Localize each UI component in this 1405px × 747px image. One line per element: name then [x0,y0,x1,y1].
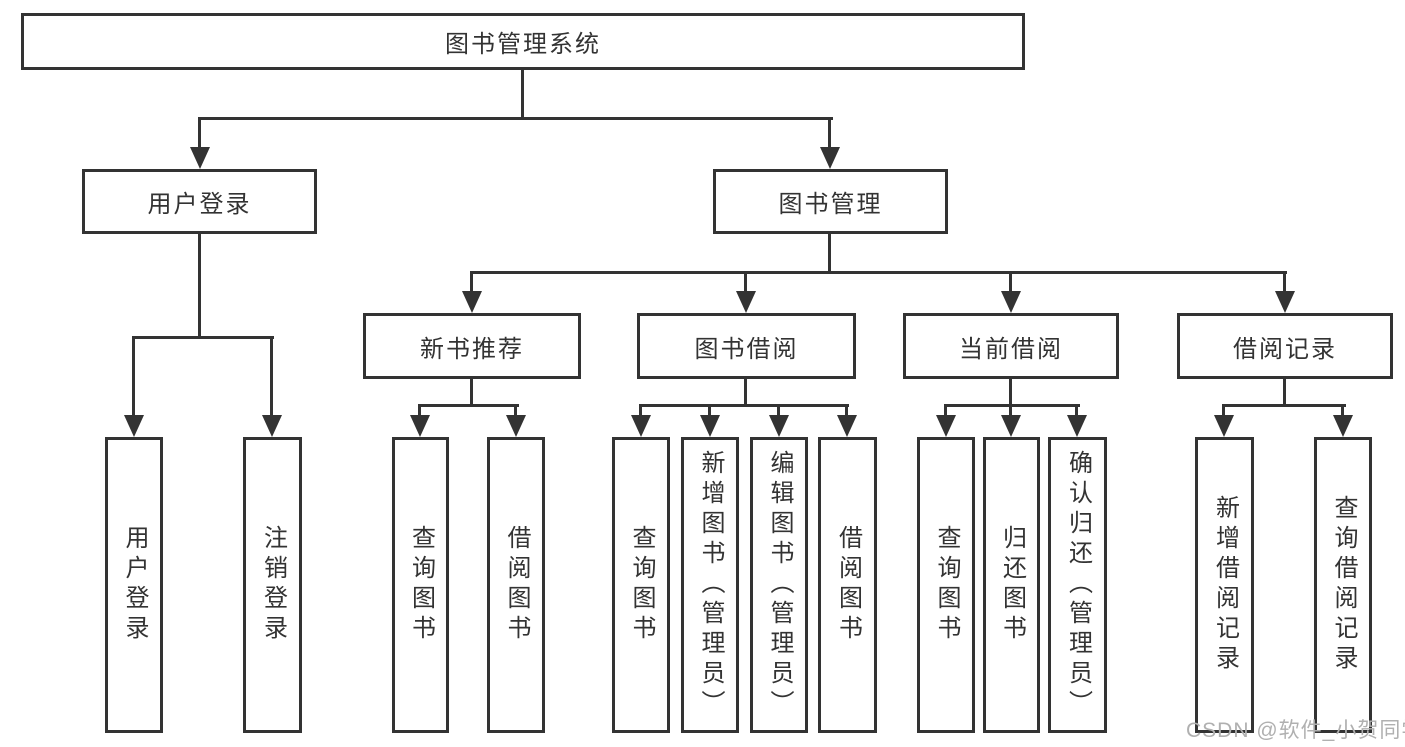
node-label: 查询借阅记录 [1330,495,1357,675]
connector-line [828,117,831,153]
connector-line [1009,271,1012,297]
node-label: 借阅图书 [503,525,530,645]
arrowhead-down [820,147,840,169]
node-label: 图书借阅 [694,335,799,363]
connector-line [845,404,848,421]
connector-line [418,404,519,407]
csdn-watermark: CSDN @软件_小贺同学 [1186,719,1405,742]
node-label: 图书管理系统 [445,31,601,58]
connector-line [470,379,473,407]
connector-line [944,404,947,421]
connector-line [1283,271,1286,297]
node-label: 新书推荐 [420,335,524,363]
connector-line [521,70,524,118]
node-label: 图书管理 [778,191,883,218]
connector-line [418,404,421,421]
arrowhead-down [1275,291,1295,313]
arrowhead-down [506,415,526,437]
connector-line [1341,404,1344,421]
node-add-borrow-record: 新增借阅记录 [1195,437,1254,733]
arrowhead-down [462,291,482,313]
node-library-system: 图书管理系统 [21,13,1025,70]
connector-line [470,271,473,297]
arrowhead-down [262,415,282,437]
node-label: 新增图书（管理员） [697,450,724,720]
arrowhead-down [1067,415,1087,437]
connector-line [270,336,273,421]
node-query-books-recommend: 查询图书 [392,437,449,733]
node-return-books: 归还图书 [983,437,1040,733]
connector-line [470,271,1287,274]
connector-line [198,117,201,153]
node-query-books-current: 查询图书 [917,437,975,733]
node-label: 确认归还（管理员） [1064,450,1092,720]
arrowhead-down [1001,291,1021,313]
node-user-login-leaf: 用户登录 [105,437,163,733]
node-label: 当前借阅 [959,335,1063,363]
node-borrow-books-leaf: 借阅图书 [818,437,877,733]
arrowhead-down [190,147,210,169]
node-borrow-records: 借阅记录 [1177,313,1393,379]
connector-line [1009,379,1012,407]
connector-line [198,117,833,120]
arrowhead-down [124,415,144,437]
node-label: 借阅图书 [834,525,862,645]
connector-line [132,336,135,421]
arrowhead-down [700,415,720,437]
node-label: 编辑图书（管理员） [766,450,793,720]
arrowhead-down [1333,415,1353,437]
arrowhead-down [1214,415,1234,437]
node-label: 查询图书 [933,525,960,645]
node-label: 新增借阅记录 [1211,495,1239,675]
connector-line [198,234,201,339]
node-book-borrow: 图书借阅 [637,313,856,379]
node-borrow-books-recommend: 借阅图书 [487,437,545,733]
node-edit-books-admin: 编辑图书（管理员） [750,437,808,733]
node-book-management-branch: 图书管理 [713,169,948,234]
connector-line [1075,404,1078,421]
node-label: 用户登录 [121,525,148,645]
arrowhead-down [1001,415,1021,437]
node-label: 查询图书 [628,525,655,645]
node-logout-leaf: 注销登录 [243,437,302,733]
node-label: 查询图书 [407,525,435,645]
connector-line [828,234,831,274]
connector-line [708,404,711,421]
arrowhead-down [936,415,956,437]
arrowhead-down [736,291,756,313]
connector-line [639,404,642,421]
node-query-borrow-record: 查询借阅记录 [1314,437,1372,733]
node-new-book-recommend: 新书推荐 [363,313,581,379]
node-label: 注销登录 [259,525,287,645]
connector-line [744,379,747,407]
connector-line [1222,404,1346,407]
connector-line [777,404,780,421]
connector-line [1222,404,1225,421]
connector-line [944,404,1080,407]
node-query-books-borrow: 查询图书 [612,437,670,733]
connector-line [514,404,517,421]
node-confirm-return-admin: 确认归还（管理员） [1048,437,1107,733]
node-add-books-admin: 新增图书（管理员） [681,437,739,733]
arrowhead-down [769,415,789,437]
node-label: 归还图书 [998,525,1026,645]
arrowhead-down [410,415,430,437]
node-label: 借阅记录 [1233,335,1337,363]
node-user-login-branch: 用户登录 [82,169,317,234]
connector-line [1283,379,1286,407]
connector-line [639,404,849,407]
arrowhead-down [837,415,857,437]
arrowhead-down [631,415,651,437]
node-label: 用户登录 [147,191,252,218]
node-current-borrow: 当前借阅 [903,313,1119,379]
connector-line [132,336,274,339]
connector-line [744,271,747,297]
connector-line [1009,404,1012,421]
